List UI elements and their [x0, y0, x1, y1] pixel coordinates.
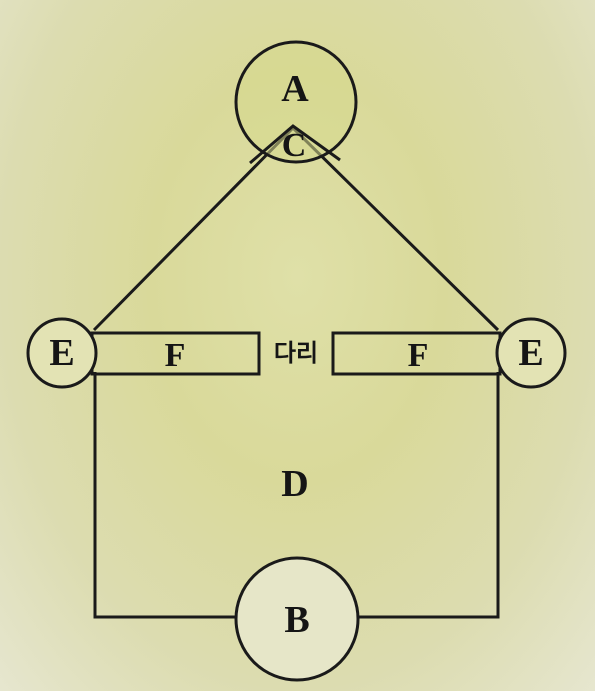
bridge-label: 다리 — [273, 339, 319, 367]
bottom-node-label: B — [284, 599, 310, 641]
left-node-label: E — [49, 332, 75, 374]
top-circle — [234, 40, 358, 164]
right-vertical-line — [357, 372, 500, 619]
top-node-label: A — [281, 68, 309, 110]
region-label: D — [281, 463, 309, 505]
left-vertical-line — [93, 372, 237, 619]
top-inner-label: C — [281, 127, 307, 164]
left-diagonal-line — [92, 126, 295, 332]
left-node-circle — [26, 317, 98, 389]
right-node-circle — [495, 317, 567, 389]
right-node-label: E — [518, 332, 544, 374]
right-bar-label: F — [407, 337, 429, 374]
left-bar-label: F — [164, 337, 186, 374]
right-diagonal-line — [291, 126, 500, 332]
bottom-circle — [234, 556, 360, 682]
top-chevron — [249, 124, 341, 165]
